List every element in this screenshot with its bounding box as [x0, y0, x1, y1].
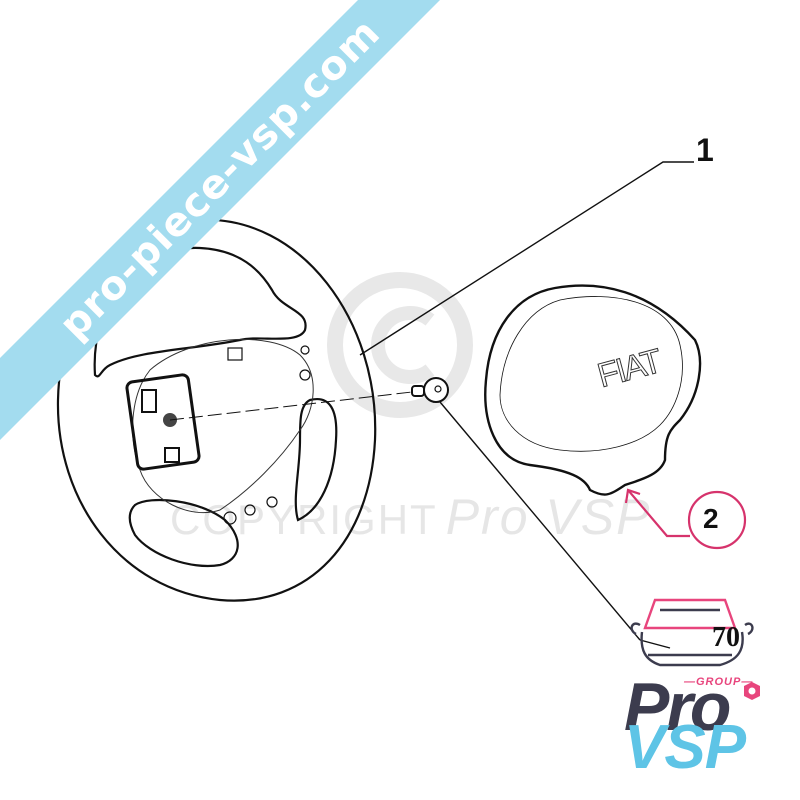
copyright-text: COPYRIGHT — [170, 496, 438, 543]
fixing-screw — [411, 377, 449, 403]
logo-nut-icon — [744, 682, 760, 700]
leader-lines — [359, 161, 694, 649]
callout-2-marker — [624, 488, 747, 550]
copyright-circle-watermark — [327, 272, 473, 418]
callout-1-label: 1 — [696, 132, 714, 168]
logo-group-label: —GROUP— — [684, 676, 754, 688]
fiat-emblem: FIAT — [594, 342, 666, 395]
callout-2-label: 2 — [703, 503, 719, 534]
logo-car-icon — [630, 598, 754, 667]
logo-vsp-text: VSP — [624, 713, 746, 782]
copyright-brand: Pro VSP — [445, 489, 652, 545]
callout-70-label: 70 — [712, 622, 740, 653]
logo-pro-text: Pro — [624, 669, 731, 745]
assembly-axis — [169, 391, 413, 421]
airbag-module — [484, 284, 702, 496]
